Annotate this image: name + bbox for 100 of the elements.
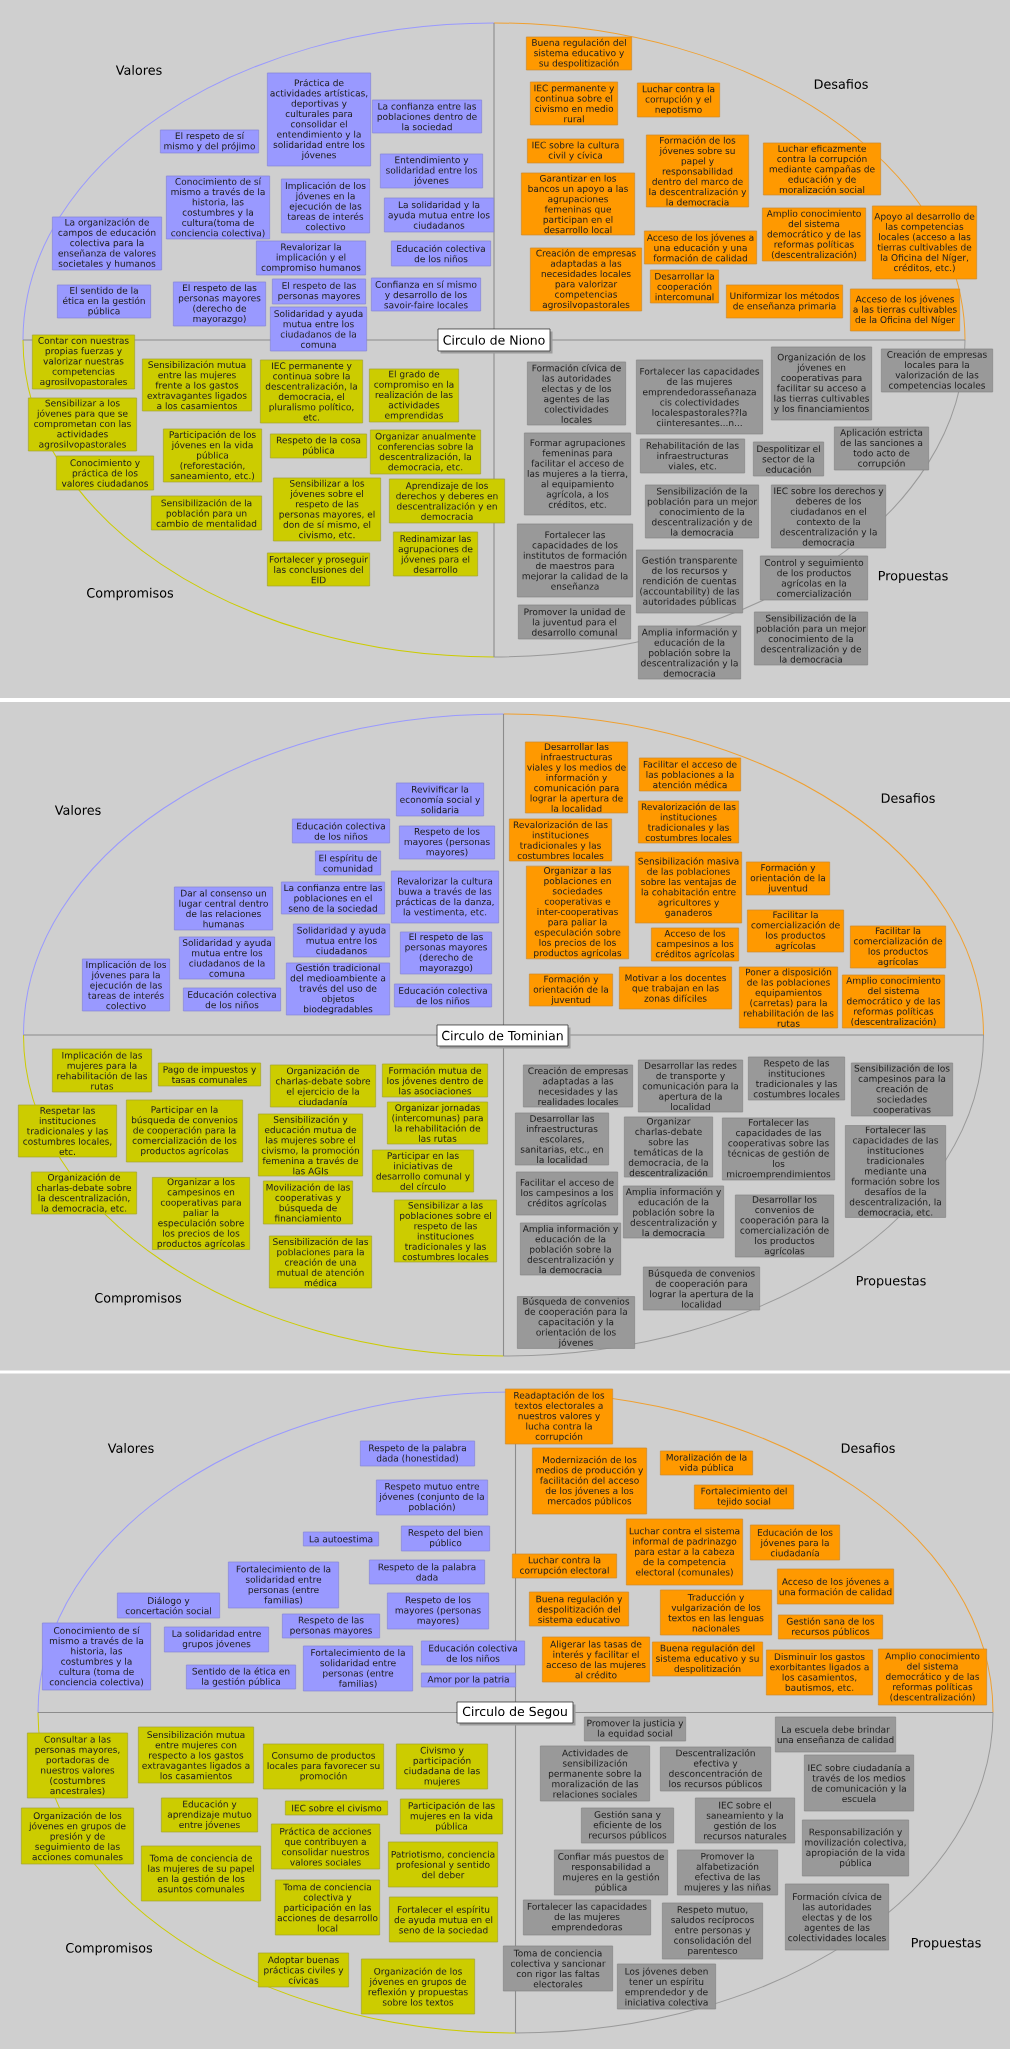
note-box: Educación y aprendizaje mutuo entre jóvenes: [161, 1797, 258, 1833]
note-box: Búsqueda de convenios de cooperación para lograr la apertura de la localidad: [643, 1266, 760, 1311]
note-box: Implicación de los jóvenes para la ejecución de las tareas de interés colectivo: [82, 958, 170, 1012]
note-box: Organización de los jóvenes en grupos de presión y de seguimiento de las acciones comunales: [21, 1807, 134, 1865]
note-box: Respetar las instituciones tradicionales y las costumbres locales, etc.: [18, 1104, 117, 1158]
note-box: La confianza entre las poblaciones en el seno de la sociedad: [281, 881, 385, 915]
note-box: Adoptar buenas prácticas civiles y cívicas: [258, 1952, 349, 1988]
note-box: Implicación de los jóvenes en la ejecución de las tareas de interés colectivo: [281, 178, 370, 234]
note-box: Conocimiento y práctica de los valores ciudadanos: [56, 455, 154, 491]
note-box: La organización de campos de educación colectiva para la enseñanza de valores societales y humanos: [52, 216, 162, 271]
note-box: Patriotismo, conciencia profesional y sentido del deber: [388, 1841, 498, 1888]
note-box: Participación de las mujeres en la vida pública: [400, 1798, 503, 1835]
note-box: Respeto de la palabra dada (honestidad): [360, 1440, 475, 1467]
note-box: Luchar contra el sistema informal de padrinazgo para estar a la cabeza de la competencia electoral (comunales): [626, 1518, 743, 1586]
note-box: El grado de compromiso en la realización de las actividades emprendidas: [369, 368, 459, 423]
note-box: Amplia información y educación de la población sobre la descentralización y la democracia: [623, 1185, 724, 1239]
note-box: Desarrollar las infraestructuras viales y los medios de información y comunicación para lograr la apertura de la localidad: [525, 741, 628, 814]
note-box: Revivificar la economía social y solidaria: [396, 782, 484, 817]
quadrant-label: Desafios: [881, 793, 935, 803]
note-box: Educación colectiva de los niños: [394, 983, 492, 1008]
note-box: Revalorización de las instituciones tradicionales y las costumbres locales: [509, 818, 612, 862]
note-box: Descentralización efectiva y desconcentración de los recursos públicos: [660, 1746, 771, 1792]
note-box: IEC permanente y continua sobre la descentralización, la democracia, el pluralismo político, etc.: [260, 359, 363, 424]
note-box: Desarrollar los convenios de cooperación para la comercialización de los productos agrícolas: [735, 1194, 834, 1258]
note-box: Facilitar el acceso de las poblaciones a la atención médica: [639, 757, 741, 792]
note-box: Luchar contra la corrupción y el nepotismo: [637, 82, 720, 118]
note-box: IEC sobre el saneamiento y la gestión de los recursos naturales: [695, 1797, 795, 1844]
note-box: Responsabilización y movilización colectiva, apropiación de la vida pública: [802, 1819, 909, 1877]
note-box: Facilitar el acceso de los campesinos a los créditos agrícolas: [516, 1171, 618, 1216]
note-box: La escuela debe brindar una enseñanza de calidad: [775, 1716, 896, 1753]
note-box: Acceso de los jóvenes a una educación y una formación de calidad: [644, 230, 757, 265]
note-box: Participar en la búsqueda de convenios de cooperación para la comercialización de los productos agrícolas: [126, 1099, 243, 1163]
note-box: Despolitizar el sector de la educación: [753, 441, 824, 477]
note-box: Poner a disposición de las poblaciones equipamientos (carretas) para la rehabilitación de las rutas: [739, 966, 838, 1029]
note-box: Educación colectiva de los niños: [183, 987, 281, 1012]
quadrant-label: Valores: [115, 65, 162, 75]
note-box: El respeto de las personas mayores: [272, 278, 366, 305]
note-box: Fortalecimiento de la solidaridad entre personas (entre familias): [228, 1561, 339, 1609]
note-box: Solidaridad y ayuda mutua entre los ciudadanos: [293, 923, 390, 958]
note-box: Diálogo y concertación social: [117, 1592, 220, 1619]
note-box: Toma de conciencia colectiva y participación en las acciones de desarrollo local: [275, 1879, 380, 1936]
note-box: Contar con nuestras propias fuerzas y valorizar nuestras competencias agrosilvopastorales: [32, 334, 135, 390]
note-box: Sensibilización de las poblaciones para la creación de una mutual de atención médica: [269, 1235, 372, 1289]
note-box: El respeto de las personas mayores (derecho de mayorazgo): [173, 281, 266, 327]
note-box: Traducción y vulgarización de los textos en las lenguas nacionales: [660, 1589, 772, 1636]
note-box: Aplicación estricta de las sanciones a todo acto de corrupción: [834, 426, 929, 471]
note-box: Acceso de los jóvenes a las tierras cultivables de la Oficina del Níger: [850, 288, 960, 332]
note-box: Fortalecimiento del tejido social: [694, 1484, 794, 1510]
note-box: Fortalecer y proseguir las conclusiones del EID: [267, 552, 370, 587]
note-box: Educación colectiva de los niños: [421, 1640, 525, 1666]
note-box: IEC sobre ciudadanía a través de los medios de comunicación y la escuela: [804, 1754, 914, 1812]
note-box: Sensibilizar a los jóvenes para que se comprometan con las actividades agrosilvopastorales: [28, 397, 137, 452]
note-box: Sensibilización de los campesinos para la creación de sociedades cooperativas: [851, 1062, 953, 1117]
note-box: Los jóvenes deben tener un espíritu emprendedor y de iniciativa colectiva: [617, 1963, 716, 2010]
note-box: Gestión sana y eficiente de los recursos públicos: [581, 1807, 674, 1844]
note-box: Organizar a las poblaciones en sociedades cooperativas e inter-cooperativas para paliar la especulación sobre los precios de los productos agrícolas: [526, 865, 629, 960]
note-box: Fortalecer las capacidades de las cooperativas sobre las técnicas de gestión de los microemprendimientos: [722, 1117, 835, 1181]
note-box: Acceso de los jóvenes a una formación de calidad: [777, 1568, 894, 1605]
note-box: Sensibilización y educación mutua de las mujeres sobre el civismo, la promoción femenina a través de las AGIs: [258, 1113, 363, 1177]
note-box: Organización de charlas-debate sobre el ejercicio de la ciudadanía: [270, 1064, 376, 1108]
note-box: Sensibilización de la población para un mejor conocimiento de la descentralización y de la democracia: [754, 611, 868, 666]
note-box: Búsqueda de convenios de cooperación para la capacitación y la orientación de los jóvenes: [517, 1296, 635, 1349]
note-box: Respeto mutuo entre jóvenes (conjunto de la población): [376, 1479, 488, 1516]
title-box: Circulo de Tominian: [436, 1024, 571, 1049]
quadrant-label: Compromisos: [95, 1292, 182, 1306]
note-box: Actividades de sensibilización permanente sobre la moralización de las relaciones sociales: [540, 1745, 650, 1802]
note-box: Buena regulación y despolitización del sistema educativo: [529, 1591, 629, 1627]
note-box: Civismo y participación ciudadana de las mujeres: [396, 1743, 488, 1790]
note-box: Educación colectiva de los niños: [292, 818, 390, 844]
note-box: Buena regulación del sistema educativo y su despolitización: [526, 36, 632, 71]
note-box: La solidaridad entre grupos jóvenes: [164, 1626, 269, 1653]
note-box: Formar agrupaciones femeninas para facilitar el acceso de las mujeres a la tierra, al equipamiento agrícola, a los créditos, etc.: [524, 432, 631, 516]
note-box: Implicación de las mujeres para la rehabilitación de las rutas: [52, 1048, 152, 1093]
note-box: La autoestima: [303, 1531, 379, 1547]
note-box: Apoyo al desarrollo de las competencias locales (acceso a las tierras cultivables de la Oficina del Níger, créditos, etc.): [872, 205, 977, 280]
note-box: Control y seguimiento de los productos agrícolas en la comercialización: [760, 555, 868, 601]
note-box: Respeto de la palabra dada: [369, 1559, 485, 1585]
note-box: Amplio conocimiento del sistema democrático y de las reformas políticas (descentralización): [762, 207, 866, 262]
note-box: El espíritu de comunidad: [315, 850, 381, 876]
note-box: IEC sobre los derechos y deberes de los ciudadanos en el contexto de la descentralización y la democracia: [771, 484, 886, 549]
note-box: Respeto de los mayores (personas mayores): [399, 825, 495, 860]
note-box: Fortalecer las capacidades de las mujeres emprendedoras: [523, 1899, 651, 1936]
note-box: Respeto de las personas mayores: [282, 1613, 380, 1639]
note-box: El sentido de la ética en la gestión pública: [57, 284, 151, 319]
note-box: Sensibilización de la población para un mejor conocimiento de la descentralización y de la democracia: [645, 484, 759, 539]
note-box: Sentido de la ética en la gestión pública: [186, 1664, 296, 1690]
note-box: Organizar charlas-debate sobre las temáticas de la democracia, de la descentralización: [624, 1116, 713, 1178]
note-box: Disminuir los gastos exorbitantes ligados a los casamientos, bautismos, etc.: [766, 1649, 873, 1696]
note-box: Moralización de la vida pública: [660, 1450, 753, 1476]
note-box: Formación cívica de las autoridades electas y de los agentes de las colectividades locales: [527, 361, 626, 426]
note-box: Garantizar en los bancos un apoyo a las agrupaciones femeninas que participan en el desarrollo local: [521, 172, 635, 236]
note-box: Creación de empresas adaptadas a las necesidades y las realidades locales: [523, 1064, 633, 1108]
note-box: Organización de los jóvenes en cooperativas para facilitar su acceso a las tierras cultivables y los financiamientos: [771, 346, 872, 421]
note-box: La confianza entre las poblaciones dentro de la sociedad: [372, 99, 482, 134]
note-box: Desarrollar las redes de transporte y comunicación para la apertura de la localidad: [638, 1059, 743, 1113]
note-box: Solidaridad y ayuda mutua entre los ciudadanos de la comuna: [179, 936, 275, 980]
note-box: Amplio conocimiento del sistema democrático y de las reformas políticas (descentralización): [842, 974, 945, 1029]
note-box: Consumo de productos locales para favorecer su promoción: [263, 1743, 384, 1790]
note-box: Fortalecer las capacidades de las instituciones tradicionales mediante una formación sobre los desafíos de la descentralización, la democracia, etc.: [845, 1125, 946, 1218]
note-box: Redinamizar las agrupaciones de jóvenes para el desarrollo: [393, 531, 478, 577]
